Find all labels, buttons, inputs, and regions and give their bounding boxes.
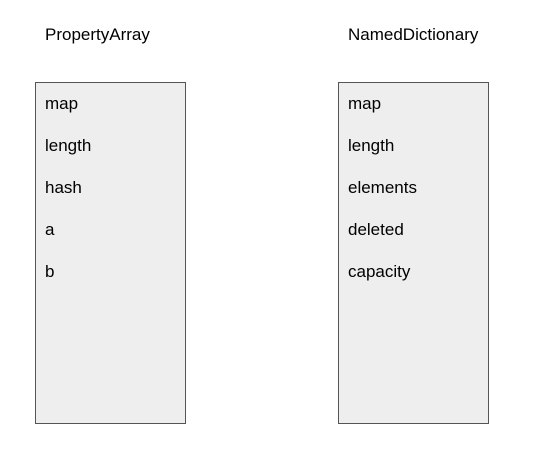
field-a: a — [45, 220, 55, 239]
field-map: map — [45, 94, 79, 113]
field-b: b — [45, 262, 55, 281]
struct-title: NamedDictionary — [348, 25, 479, 44]
field-list: map length hash a b — [45, 94, 91, 304]
field-deleted: deleted — [348, 220, 404, 239]
field-elements: elements — [348, 178, 417, 197]
field-list: map length elements deleted capacity — [348, 94, 417, 304]
field-map: map — [348, 94, 382, 113]
struct-property-array: PropertyArray map length hash a b — [35, 0, 195, 452]
struct-title: PropertyArray — [45, 25, 150, 44]
struct-named-dictionary: NamedDictionary map length elements dele… — [338, 0, 498, 452]
field-length: length — [45, 136, 92, 155]
field-length: length — [348, 136, 395, 155]
field-capacity: capacity — [348, 262, 411, 281]
struct-box: map length hash a b — [35, 82, 186, 424]
struct-box: map length elements deleted capacity — [338, 82, 489, 424]
field-hash: hash — [45, 178, 82, 197]
